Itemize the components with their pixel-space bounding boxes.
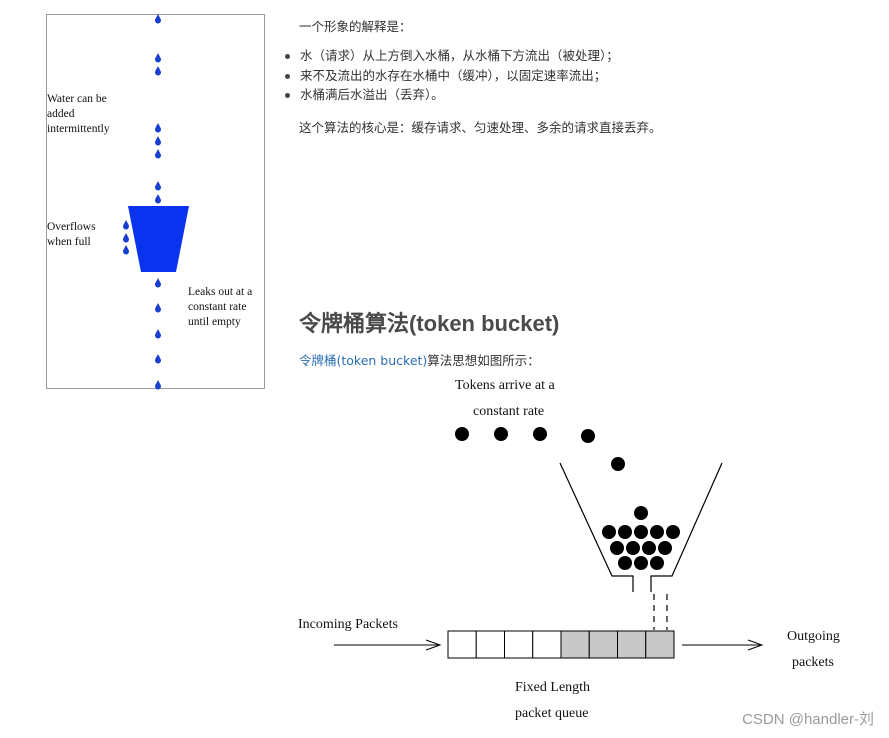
bucket-token [650, 556, 664, 570]
token-intro-text: 算法思想如图所示： [427, 353, 540, 368]
token [611, 457, 625, 471]
queue-slot [645, 630, 675, 659]
bucket-token [634, 556, 648, 570]
list-item: 来不及流出的水存在水桶中（缓冲），以固定速率流出； [283, 66, 619, 86]
water-drop [155, 136, 161, 146]
token [533, 427, 547, 441]
bucket-token [650, 525, 664, 539]
water-drop [123, 233, 129, 243]
section-heading: 令牌桶算法(token bucket) [299, 311, 560, 336]
bucket-token [642, 541, 656, 555]
token-funnel [559, 462, 634, 592]
water-drop [155, 66, 161, 76]
water-drop [155, 329, 161, 339]
water-drop [155, 194, 161, 204]
queue-slot [560, 630, 590, 659]
queue-slot [475, 630, 505, 659]
outgoing-arrow-head [747, 639, 764, 651]
water-drop [123, 245, 129, 255]
core-summary-text: 这个算法的核心是：缓存请求、匀速处理、多余的请求直接丢弃。 [299, 120, 662, 135]
list-item: 水（请求）从上方倒入水桶，从水桶下方流出（被处理）； [283, 46, 619, 66]
packet-queue-label: packet queue [515, 706, 589, 721]
token-intro-paragraph: 令牌桶(token bucket)算法思想如图所示： [299, 350, 540, 369]
queue-slot [504, 630, 534, 659]
bucket-token [618, 525, 632, 539]
token-bucket-link[interactable]: 令牌桶(token bucket) [299, 353, 428, 368]
water-drop [155, 149, 161, 159]
fixed-length-label: Fixed Length [515, 680, 591, 695]
water-drop [155, 354, 161, 364]
bucket-token [618, 556, 632, 570]
bucket-token [658, 541, 672, 555]
water-drop [155, 181, 161, 191]
intro-text: 一个形象的解释是： [299, 19, 412, 34]
constant-rate-label: constant rate [473, 404, 545, 419]
queue-slot [617, 630, 647, 659]
token [634, 506, 648, 520]
bucket-token [626, 541, 640, 555]
incoming-packets-label: Incoming Packets [298, 617, 398, 632]
explanation-list: 水（请求）从上方倒入水桶，从水桶下方流出（被处理）； 来不及流出的水存在水桶中（… [283, 46, 619, 105]
queue-slot [532, 630, 562, 659]
water-drop [155, 303, 161, 313]
csdn-watermark: CSDN @handler-刘 [742, 711, 874, 728]
bucket-token [602, 525, 616, 539]
token [494, 427, 508, 441]
outgoing-label: Outgoing [787, 629, 840, 644]
leaky-bucket [128, 206, 189, 272]
token [581, 429, 595, 443]
label-water-added: Water can be added intermittently [47, 93, 110, 135]
water-drop [155, 380, 161, 390]
packets-label: packets [792, 655, 834, 670]
token-funnel [650, 462, 723, 592]
bucket-token [634, 525, 648, 539]
incoming-arrow-head [425, 639, 442, 651]
queue-slot [447, 630, 477, 659]
list-item: 水桶满后水溢出（丢弃）。 [283, 85, 619, 105]
water-drop [155, 123, 161, 133]
tokens-arrive-label: Tokens arrive at a [455, 378, 555, 393]
water-drop [155, 53, 161, 63]
bucket-token [610, 541, 624, 555]
bucket-token [666, 525, 680, 539]
water-drop [155, 278, 161, 288]
queue-slot [588, 630, 618, 659]
label-overflows: Overflows when full [47, 221, 96, 248]
water-drop [155, 14, 161, 24]
label-leaks-out: Leaks out at a constant rate until empty [188, 286, 253, 328]
water-drop [123, 220, 129, 230]
token [455, 427, 469, 441]
